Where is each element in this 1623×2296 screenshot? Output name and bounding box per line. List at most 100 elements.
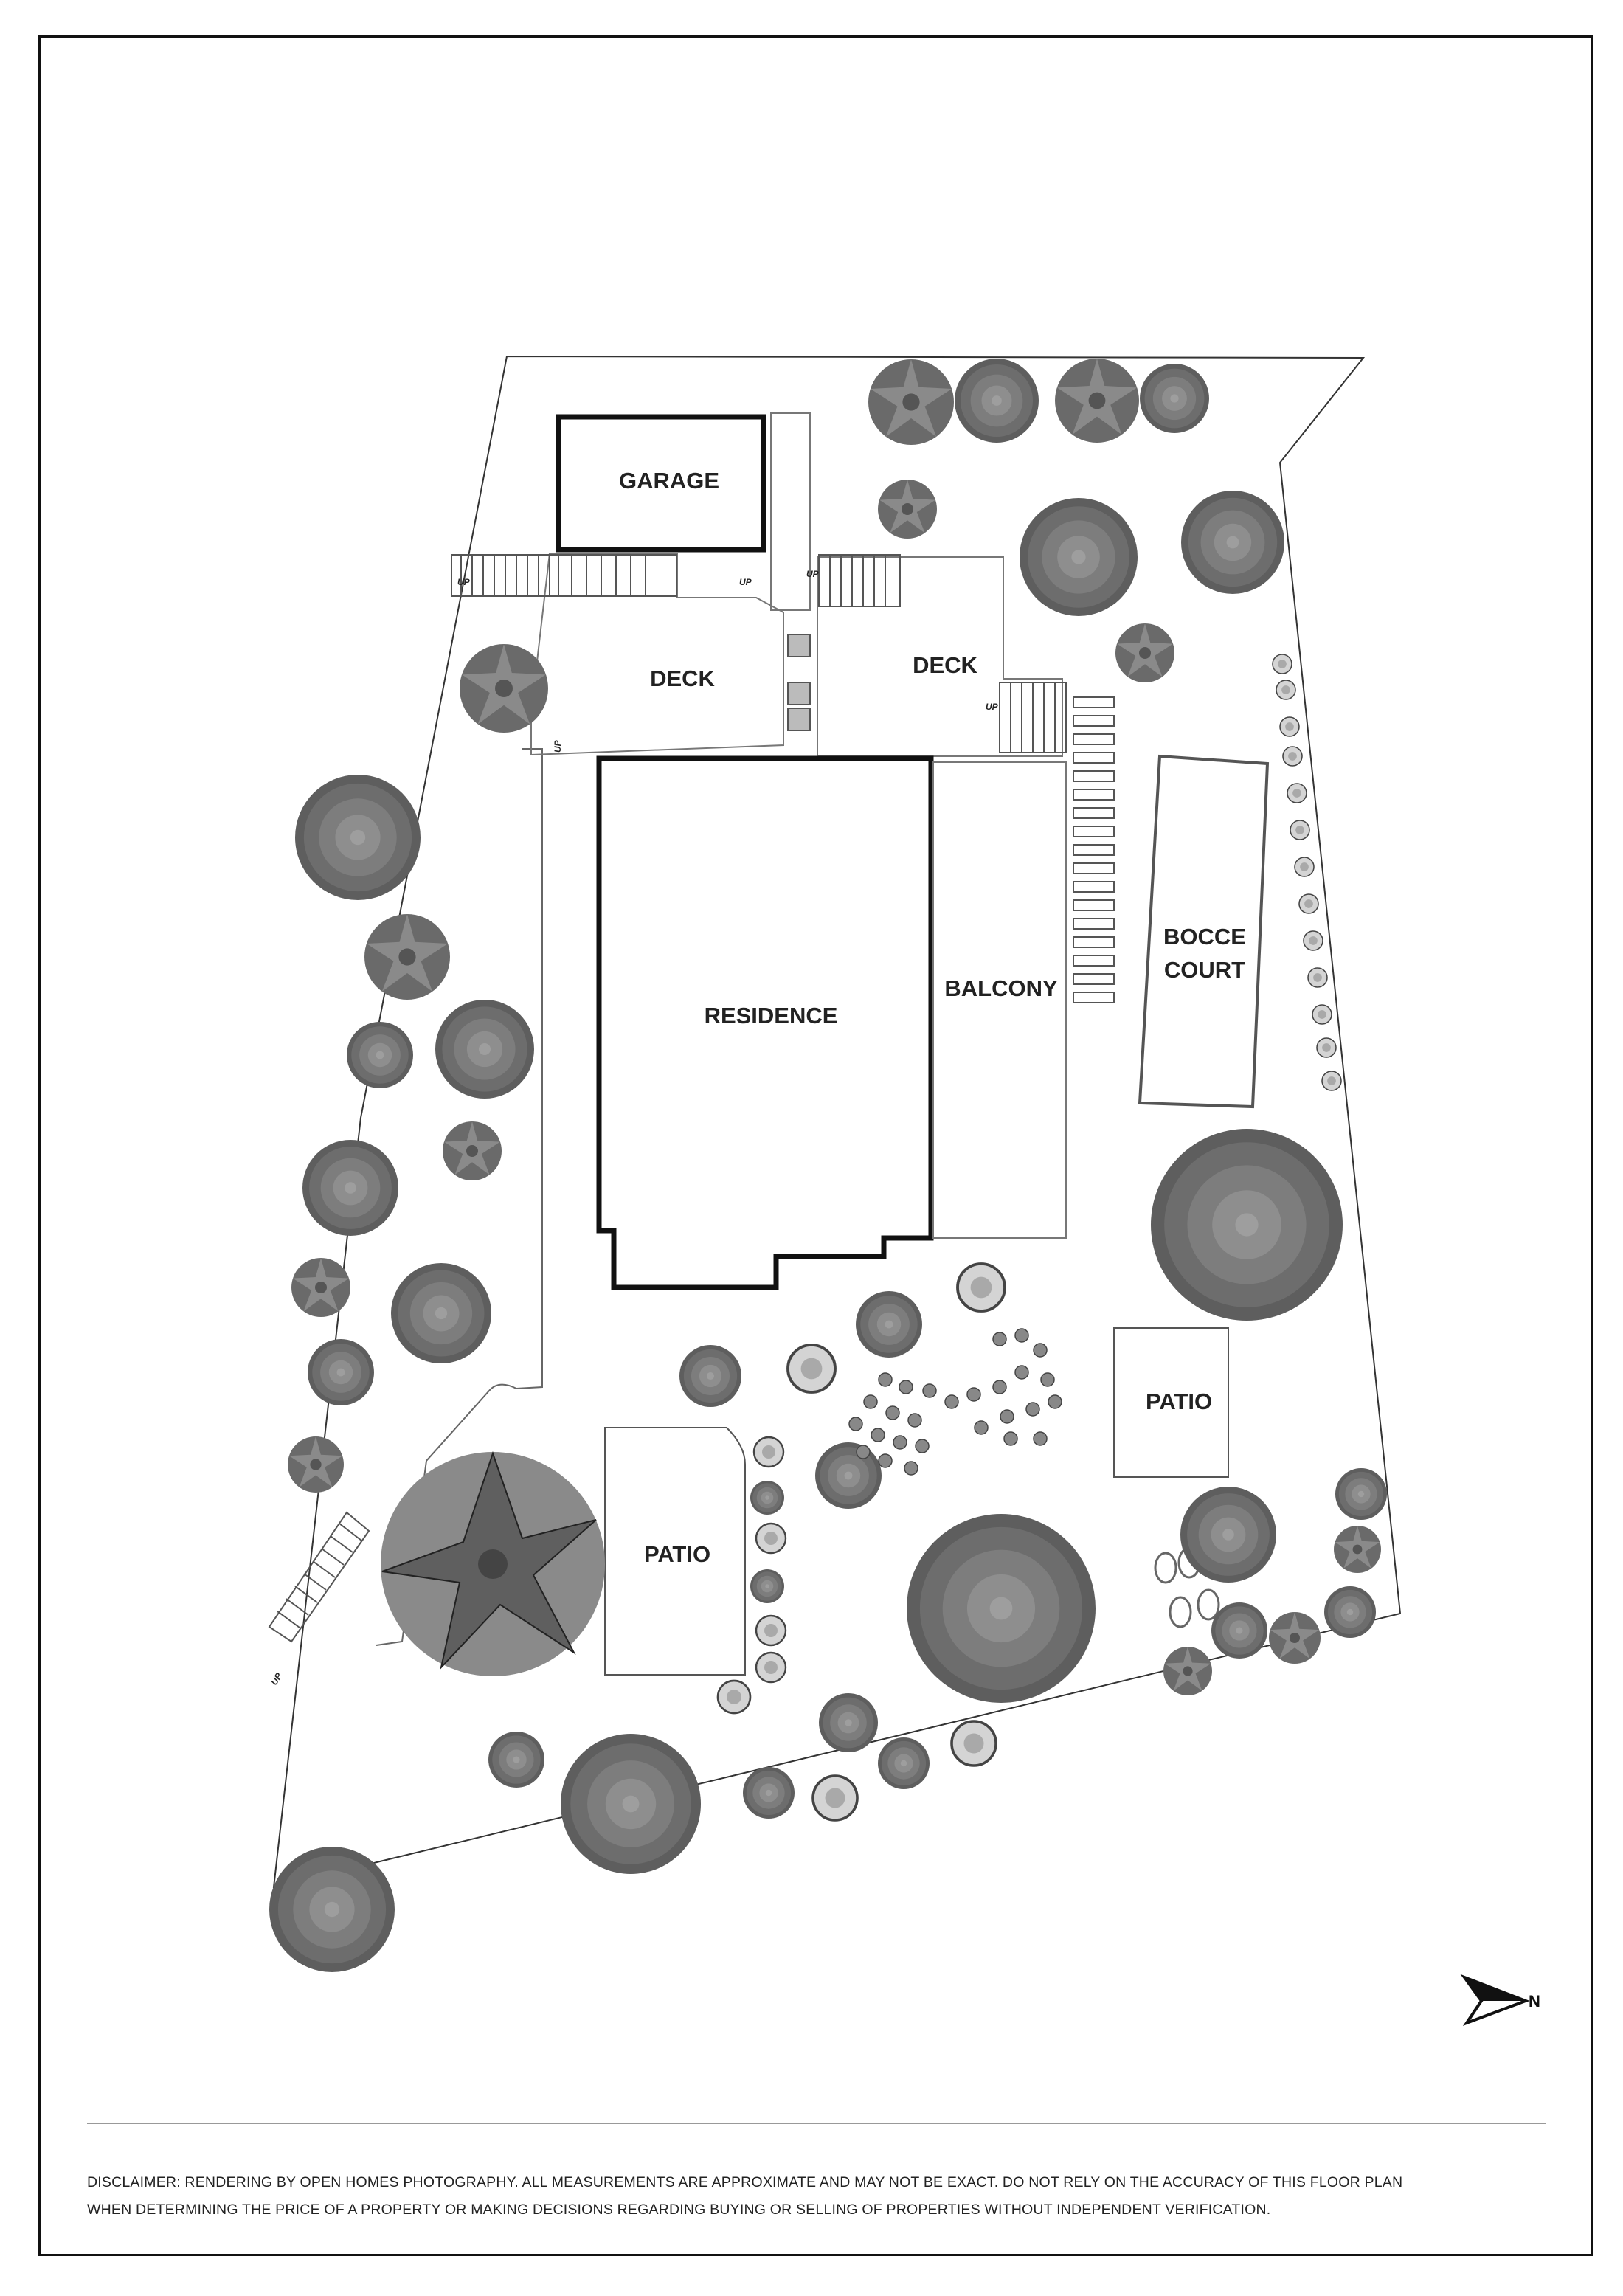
tree <box>878 1737 930 1789</box>
palm-tree <box>868 359 954 445</box>
large-tree <box>907 1514 1096 1703</box>
patio-left-outline <box>604 1427 746 1676</box>
large-tree <box>269 1847 395 1972</box>
disclaimer: DISCLAIMER: RENDERING BY OPEN HOMES PHOT… <box>87 2169 1555 2224</box>
bocce-court-label-line2: COURT <box>1164 957 1245 983</box>
north-letter: N <box>1529 1992 1540 2010</box>
bocce-court-label-line1: BOCCE <box>1163 924 1246 950</box>
residence-label: RESIDENCE <box>705 1003 838 1028</box>
garage-label: GARAGE <box>619 468 719 494</box>
shrub <box>788 1345 835 1392</box>
stairs-deck-right <box>999 682 1067 753</box>
shrub <box>1283 747 1302 766</box>
shrub <box>813 1776 857 1820</box>
tree <box>1335 1468 1387 1520</box>
residence-outline <box>596 755 934 1290</box>
stairs-lower-left <box>268 1511 370 1643</box>
disclaimer-line-2: WHEN DETERMINING THE PRICE OF A PROPERTY… <box>87 2202 1271 2218</box>
up-marker: UP <box>739 577 752 587</box>
shrub <box>750 1569 784 1603</box>
up-marker: UP <box>457 577 471 587</box>
balcony-outline <box>932 761 1067 1239</box>
step-pavers <box>1073 696 1115 1003</box>
patio-left-label: PATIO <box>644 1541 710 1567</box>
up-marker: UP <box>806 569 820 579</box>
tree <box>815 1442 882 1509</box>
shrub <box>1280 717 1299 736</box>
balcony-label: BALCONY <box>944 975 1058 1001</box>
shrub <box>1317 1038 1336 1057</box>
large-tree <box>1151 1129 1343 1321</box>
palm-tree <box>1334 1526 1381 1573</box>
north-arrow-icon <box>1460 1974 1530 2027</box>
footer-divider <box>87 2123 1546 2124</box>
shrub <box>1322 1071 1341 1090</box>
shrub <box>952 1721 996 1766</box>
up-marker: UP <box>553 739 563 753</box>
palm-tree <box>288 1436 344 1493</box>
bocce-court-outline <box>1138 754 1270 1109</box>
property-boundary <box>272 355 1402 1889</box>
planter-boxes <box>787 634 811 731</box>
stairs-garage-right <box>558 554 677 597</box>
tree <box>743 1767 795 1819</box>
tree <box>347 1022 413 1088</box>
disclaimer-line-1: DISCLAIMER: RENDERING BY OPEN HOMES PHOT… <box>87 2174 1403 2190</box>
large-tree <box>1020 498 1138 616</box>
flower-bed <box>848 1328 1062 1476</box>
shrub <box>1299 894 1318 913</box>
shrub <box>1276 680 1295 699</box>
tree <box>955 359 1039 443</box>
shrub <box>750 1481 784 1515</box>
shrub <box>1295 857 1314 876</box>
tree <box>488 1732 544 1788</box>
large-tree <box>391 1263 491 1363</box>
shrub <box>1312 1005 1332 1024</box>
shrub <box>756 1524 786 1553</box>
palm-tree <box>1163 1647 1212 1695</box>
palm-tree <box>460 644 548 733</box>
large-tree <box>302 1140 398 1236</box>
page-border <box>38 35 1593 2256</box>
patio-right-outline <box>1113 1327 1229 1478</box>
tree <box>1180 1487 1276 1583</box>
large-tree <box>1181 491 1284 594</box>
up-marker: UP <box>986 702 999 712</box>
tree <box>819 1693 878 1752</box>
shrub <box>1304 931 1323 950</box>
deck-left-label: DECK <box>650 665 715 691</box>
palm-tree <box>364 914 450 1000</box>
shrub <box>1273 654 1292 674</box>
walkway <box>770 412 811 611</box>
shrub <box>958 1264 1005 1311</box>
tree <box>856 1291 922 1358</box>
patio-right-label: PATIO <box>1146 1389 1212 1414</box>
shrub <box>1287 784 1307 803</box>
tree <box>308 1339 374 1405</box>
tree <box>1324 1586 1376 1638</box>
tree <box>1211 1602 1267 1659</box>
stairs-deck-middle <box>818 554 901 607</box>
shrub <box>718 1681 750 1713</box>
large-tree <box>295 775 421 900</box>
shrub <box>1290 820 1309 840</box>
driveway-path <box>376 748 543 1646</box>
large-agave-plant <box>381 1450 605 1676</box>
palm-tree <box>443 1121 502 1180</box>
deck-right-label: DECK <box>913 652 977 678</box>
palm-tree <box>1055 359 1139 443</box>
shrub <box>1308 968 1327 987</box>
palm-tree <box>291 1258 350 1317</box>
palm-tree <box>878 480 937 539</box>
large-tree <box>561 1734 701 1874</box>
shrub <box>756 1653 786 1682</box>
palm-tree <box>1115 623 1174 682</box>
tree <box>679 1345 741 1407</box>
tree <box>435 1000 534 1099</box>
shrub <box>754 1437 783 1467</box>
palm-tree <box>1269 1612 1321 1664</box>
shrub <box>756 1616 786 1645</box>
up-marker: UP <box>269 1670 284 1687</box>
garage-outline <box>556 414 766 553</box>
